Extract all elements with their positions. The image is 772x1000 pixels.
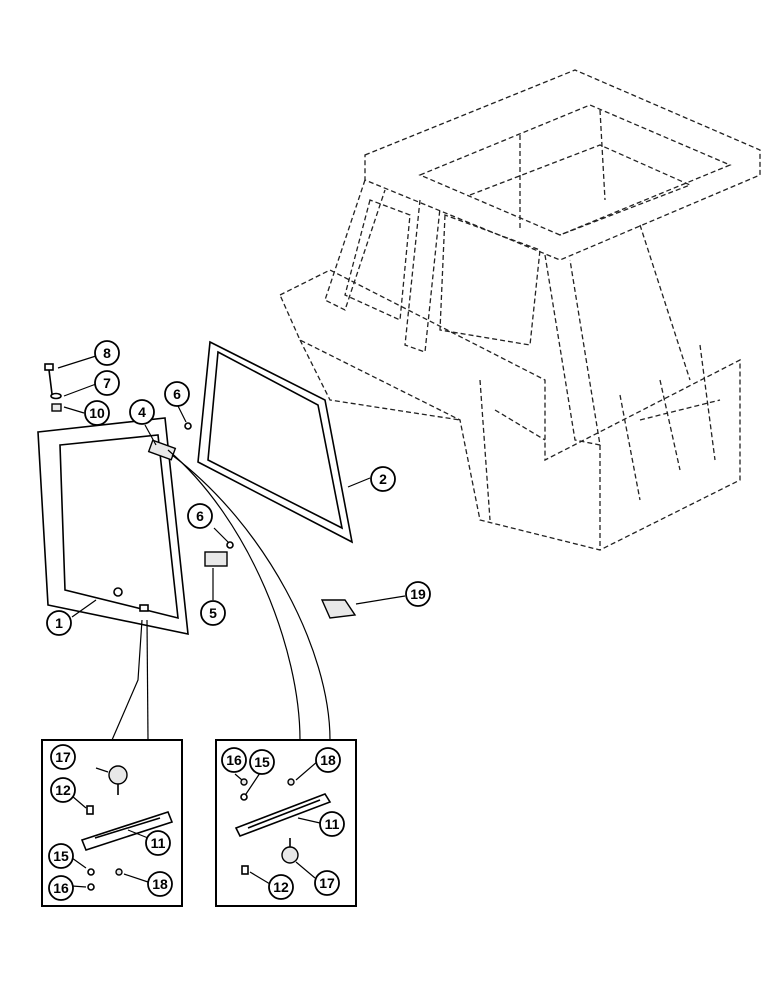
bolt-part-8: [44, 363, 54, 395]
callout-label: 15: [254, 754, 270, 770]
callout-left-12: 12: [50, 777, 76, 803]
latch-part-19: [320, 599, 357, 619]
callout-right-18: 18: [315, 747, 341, 773]
callout-7: 7: [94, 370, 120, 396]
window-seal-part-2: [197, 340, 354, 544]
callout-left-11: 11: [145, 830, 171, 856]
callout-8: 8: [94, 340, 120, 366]
callout-leaders: [57, 355, 406, 888]
callout-label: 1: [55, 615, 63, 631]
callout-6: 6: [164, 381, 190, 407]
callout-label: 17: [55, 749, 71, 765]
callout-6-lower: 6: [187, 503, 213, 529]
callout-2: 2: [370, 466, 396, 492]
callout-label: 5: [209, 605, 217, 621]
callout-left-15: 15: [48, 843, 74, 869]
callout-label: 2: [379, 471, 387, 487]
callout-label: 7: [103, 375, 111, 391]
callout-label: 6: [196, 508, 204, 524]
screw-part-6b: [226, 541, 234, 549]
cab-outline: [279, 69, 761, 551]
callout-label: 8: [103, 345, 111, 361]
callout-4: 4: [129, 399, 155, 425]
callout-label: 6: [173, 386, 181, 402]
callout-left-16: 16: [48, 875, 74, 901]
callout-left-17: 17: [50, 744, 76, 770]
callout-label: 10: [89, 405, 105, 421]
callout-label: 4: [138, 404, 146, 420]
clip-part-5: [204, 551, 228, 567]
callout-label: 18: [320, 752, 336, 768]
callout-label: 19: [410, 586, 426, 602]
callout-5: 5: [200, 600, 226, 626]
callout-label: 15: [53, 848, 69, 864]
window-frame-part-1: [37, 417, 189, 636]
callout-10: 10: [84, 400, 110, 426]
callout-label: 11: [151, 835, 166, 851]
callout-19: 19: [405, 581, 431, 607]
callout-right-16: 16: [221, 747, 247, 773]
nut-part-10: [51, 403, 62, 412]
callout-label: 16: [226, 752, 242, 768]
callout-right-12: 12: [268, 874, 294, 900]
callout-label: 12: [55, 782, 71, 798]
callout-left-18: 18: [147, 871, 173, 897]
callout-label: 17: [319, 875, 335, 891]
callout-right-15: 15: [249, 749, 275, 775]
screw-part-6a: [184, 422, 192, 430]
callout-label: 12: [273, 879, 289, 895]
callout-1: 1: [46, 610, 72, 636]
callout-right-11: 11: [319, 811, 345, 837]
callout-right-17: 17: [314, 870, 340, 896]
callout-label: 11: [325, 816, 340, 832]
callout-label: 16: [53, 880, 69, 896]
detail-leaders: [111, 449, 331, 741]
callout-label: 18: [152, 876, 168, 892]
washer-part-7: [50, 392, 62, 400]
